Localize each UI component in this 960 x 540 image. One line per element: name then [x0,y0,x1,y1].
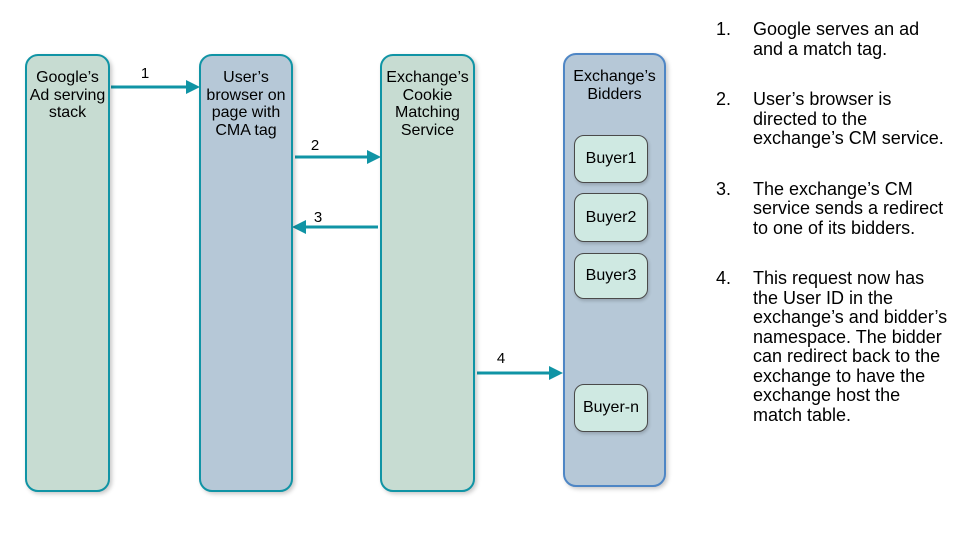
step-text: The exchange’s CM service sends a redire… [753,178,944,238]
arrow-label-2: 2 [310,137,320,154]
step-number: 3. [716,178,732,199]
column-title: Exchange’s Bidders [573,68,656,103]
bidder-box-buyer1: Buyer1 [574,135,648,183]
bidder-label: Buyer2 [585,208,637,226]
column-title: Exchange’s Cookie Matching Service [386,69,469,139]
arrow-3 [292,220,378,234]
bidder-label: Buyer3 [585,267,637,285]
bidder-box-buyer3: Buyer3 [574,253,648,299]
column-exchange-cookie-matching-service: Exchange’s Cookie Matching Service [380,54,475,492]
step-number: 4. [716,268,732,288]
steps-list: 1. Google serves an ad and a match tag. … [716,19,950,425]
step-text: This request now has the User ID in the … [753,268,948,425]
bidder-box-buyer2: Buyer2 [574,193,648,242]
step-number: 1. [716,19,732,39]
step-number: 2. [716,89,732,109]
arrow-label-1: 1 [140,65,150,82]
column-google-ad-serving-stack: Google’s Ad serving stack [25,54,110,492]
arrow-label-4: 4 [496,350,506,367]
step-text: User’s browser is directed to the exchan… [753,89,944,148]
step-item-4: 4. This request now has the User ID in t… [716,268,950,425]
step-item-1: 1. Google serves an ad and a match tag. [716,19,950,59]
step-item-3: 3. The exchange’s CM service sends a red… [716,178,950,239]
bidder-box-buyer-n: Buyer-n [574,384,648,432]
bidder-label: Buyer-n [582,399,640,417]
step-text: Google serves an ad and a match tag. [753,19,920,59]
column-title: User’s browser on page with CMA tag [206,69,286,139]
arrow-1 [111,80,200,94]
step-item-2: 2. User’s browser is directed to the exc… [716,89,950,149]
column-title: Google’s Ad serving stack [29,69,106,121]
arrow-label-3: 3 [313,209,323,226]
column-user-browser: User’s browser on page with CMA tag [199,54,293,492]
arrow-4 [477,366,563,380]
bidder-label: Buyer1 [585,150,637,168]
column-exchange-bidders: Exchange’s Bidders Buyer1 Buyer2 Buyer3 … [563,53,666,487]
